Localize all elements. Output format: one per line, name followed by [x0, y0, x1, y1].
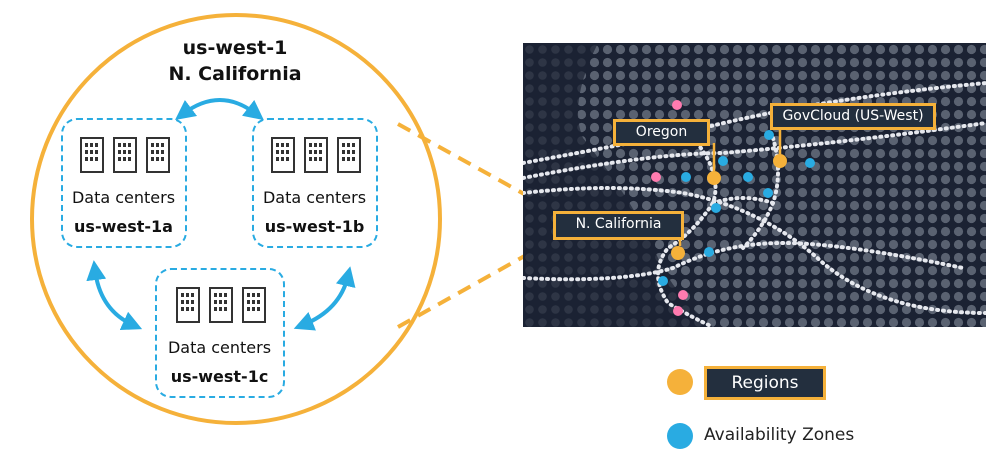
arrow-1a-1c	[86, 260, 143, 330]
az-caption: Data centers	[167, 338, 272, 357]
az-name: us-west-1a	[74, 217, 173, 236]
map-label-n-california: N. California	[553, 211, 684, 240]
az-caption: Data centers	[71, 188, 176, 207]
az-name: us-west-1c	[170, 367, 269, 386]
availability-zone-legend-dot	[667, 423, 693, 449]
data-center-buildings-icon	[80, 137, 170, 173]
az-box-us-west-1a: Data centers us-west-1a	[61, 118, 187, 248]
map-label-govcloud: GovCloud (US-West)	[770, 103, 936, 130]
az-caption: Data centers	[262, 188, 367, 207]
az-connection-arrows	[86, 98, 356, 331]
region-zoom-circle	[30, 13, 442, 425]
data-center-buildings-icon	[176, 287, 266, 323]
arrow-1a-1b	[175, 98, 264, 121]
data-center-buildings-icon	[271, 137, 361, 173]
map-label-oregon: Oregon	[613, 119, 710, 146]
region-legend-dot	[667, 369, 693, 395]
legend-az-label: Availability Zones	[704, 425, 855, 445]
az-box-us-west-1c: Data centers us-west-1c	[155, 268, 285, 398]
us-west-map	[523, 43, 986, 327]
az-box-us-west-1b: Data centers us-west-1b	[252, 118, 378, 248]
legend-regions-label: Regions	[704, 366, 826, 400]
region-name: N. California	[168, 63, 302, 85]
dotted-map-graphic	[523, 43, 986, 327]
az-name: us-west-1b	[264, 217, 365, 236]
arrow-1b-1c	[293, 266, 356, 331]
region-code: us-west-1	[182, 37, 288, 59]
